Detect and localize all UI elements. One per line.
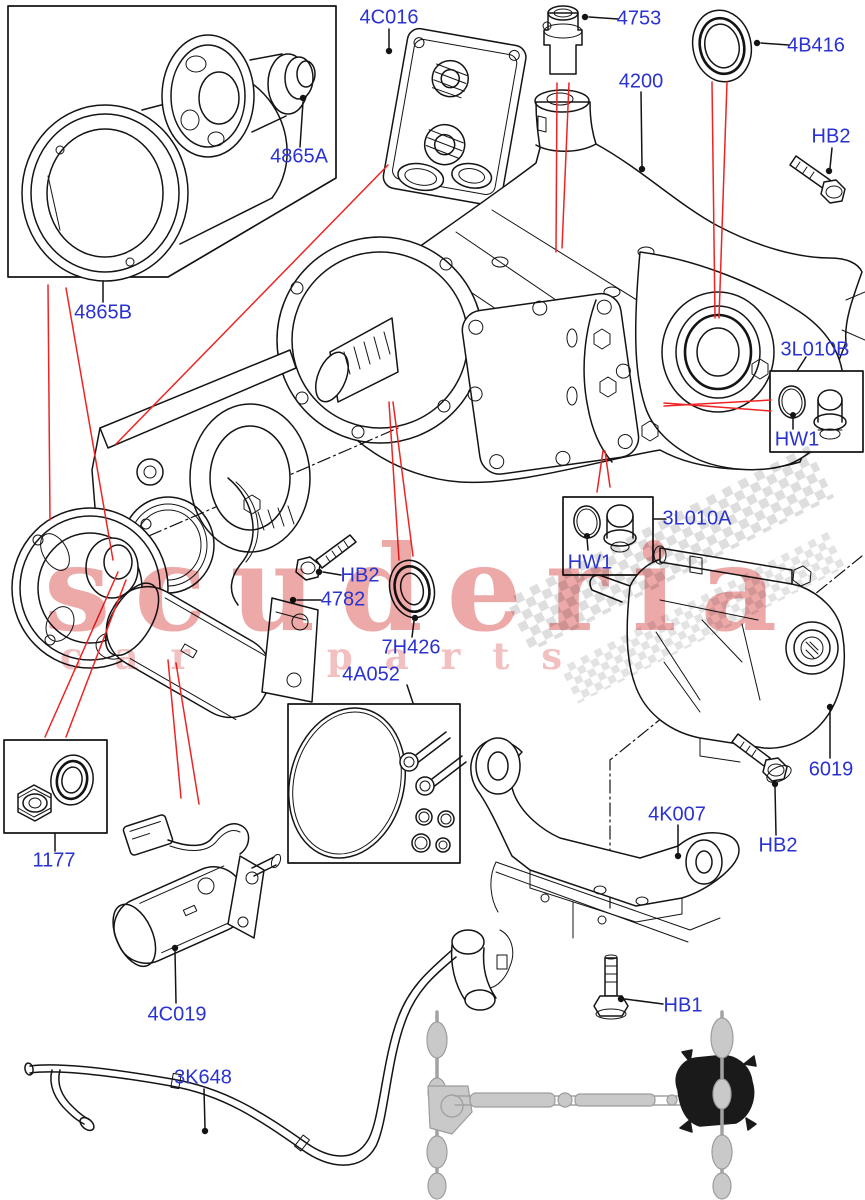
part-label-HB2-br[interactable]: HB2 [758, 834, 798, 857]
part-label-4K007[interactable]: 4K007 [648, 803, 706, 826]
coupling-4865A [161, 34, 316, 158]
motor-4782 [104, 582, 319, 721]
housing-underside [490, 861, 721, 943]
gasket-kit-4A052 [287, 703, 467, 864]
rear-cover-bolts [593, 328, 769, 442]
part-label-HW1-a[interactable]: HW1 [567, 551, 613, 574]
seal-4B416 [691, 9, 753, 83]
driveline-schematic [426, 1010, 757, 1200]
part-label-3L010B[interactable]: 3L010B [780, 338, 850, 361]
part-label-HB1[interactable]: HB1 [663, 994, 703, 1017]
seal-7H426 [388, 559, 436, 619]
drum-4865B [21, 81, 288, 282]
part-label-7H426[interactable]: 7H426 [381, 636, 441, 659]
coupling-kit-box [7, 5, 337, 278]
bolt-hb2-top [789, 155, 846, 204]
part-label-4782[interactable]: 4782 [320, 588, 366, 611]
part-label-4865B[interactable]: 4865B [74, 301, 132, 324]
part-label-HB2-top[interactable]: HB2 [811, 125, 851, 148]
part-label-4C019[interactable]: 4C019 [147, 1003, 207, 1026]
bracket-4K007 [470, 737, 740, 939]
part-label-HW1-b[interactable]: HW1 [774, 428, 820, 451]
motor-4C019 [112, 814, 282, 968]
red-leader-lines [44, 81, 772, 805]
seal-kit-1177 [3, 739, 108, 834]
part-label-4200[interactable]: 4200 [618, 70, 664, 93]
bolt-hb2-mid [295, 534, 357, 581]
plug-kit-3L010B [769, 370, 864, 453]
part-label-6019[interactable]: 6019 [808, 758, 854, 781]
part-label-4865A[interactable]: 4865A [270, 145, 328, 168]
part-label-4753[interactable]: 4753 [616, 7, 662, 30]
breather-4753 [542, 5, 583, 75]
part-label-3K648[interactable]: 3K648 [174, 1066, 232, 1089]
part-label-1177[interactable]: 1177 [32, 849, 76, 872]
part-label-3L010A[interactable]: 3L010A [662, 507, 732, 530]
part-label-4B416[interactable]: 4B416 [787, 34, 845, 57]
pipe-3K648 [24, 929, 514, 1166]
actuator-plate-4C016 [382, 27, 527, 207]
housing-4200 [127, 89, 865, 909]
part-label-HB2-mid[interactable]: HB2 [340, 564, 380, 587]
bolt-hb2-right [731, 733, 792, 783]
part-label-4C016[interactable]: 4C016 [359, 6, 419, 29]
part-label-4A052[interactable]: 4A052 [342, 663, 400, 686]
